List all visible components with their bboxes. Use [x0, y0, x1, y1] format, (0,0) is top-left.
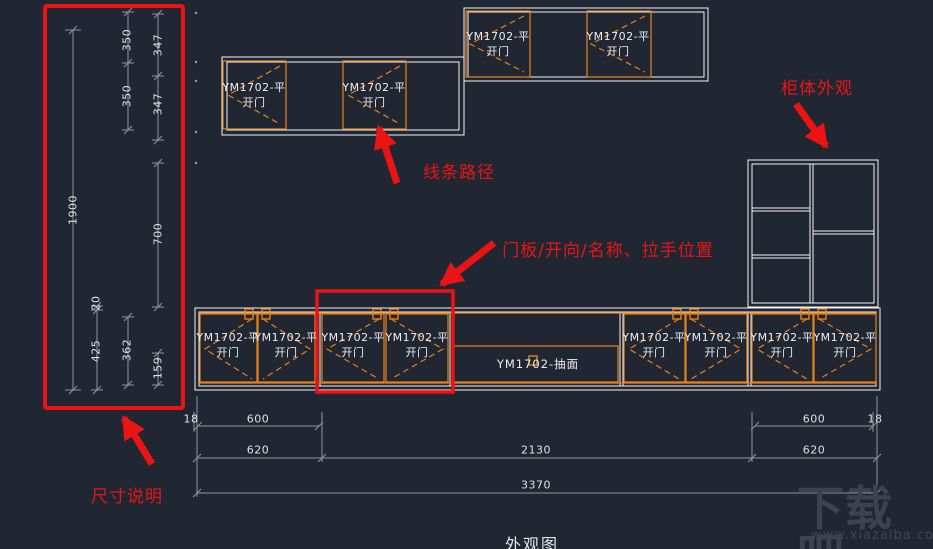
door-label: YM1702-平开门 — [586, 30, 650, 58]
dimension-note-arrow — [121, 414, 155, 466]
dim-425: 425 — [89, 339, 103, 363]
dim-right-600: 600 — [802, 412, 826, 426]
watermark-url: www.xiazaiba.com — [811, 528, 933, 543]
door-swing-lines — [203, 15, 873, 380]
door-label: YM1702-平开门 — [750, 331, 814, 359]
dim-700: 700 — [151, 222, 165, 246]
note-dimension: 尺寸说明 — [91, 487, 163, 507]
note-line-path: 线条路径 — [423, 163, 495, 183]
dim-20: 20 — [89, 295, 103, 311]
reference-dots — [194, 11, 198, 165]
cabinet-exterior-arrow — [793, 101, 829, 149]
dim-left-18: 18 — [183, 412, 199, 426]
view-title: 外观图 — [504, 535, 560, 549]
door-highlight-box — [315, 289, 455, 394]
door-label: YM1702-平开门 — [622, 331, 686, 359]
dim-347-a: 347 — [151, 33, 165, 57]
watermark-logo: 下载吧 — [797, 482, 893, 549]
dimension-lines — [65, 7, 882, 498]
dim-362: 362 — [120, 338, 134, 362]
dim-left-600: 600 — [246, 412, 270, 426]
dim-350-b: 350 — [120, 84, 134, 108]
note-cabinet-exterior: 柜体外观 — [781, 79, 853, 99]
door-label: YM1702-平开门 — [466, 30, 530, 58]
door-label: YM1702-平开门 — [385, 331, 449, 359]
dim-right-620: 620 — [802, 443, 826, 457]
door-label: YM1702-平开门 — [342, 81, 406, 109]
door-label: YM1702-平开门 — [196, 331, 260, 359]
door-frames — [199, 10, 877, 384]
door-label: YM1702-平开门 — [813, 331, 877, 359]
dim-left-620: 620 — [246, 443, 270, 457]
door-label: YM1702-平开门 — [222, 81, 286, 109]
dim-159: 159 — [151, 356, 165, 380]
dim-right-18: 18 — [867, 412, 883, 426]
dim-347-b: 347 — [151, 92, 165, 116]
drawer-label: YM1702-抽面 — [496, 357, 580, 371]
line-path-arrow — [373, 124, 401, 185]
note-door-panel-info: 门板/开向/名称、拉手位置 — [502, 241, 714, 261]
door-info-arrow — [439, 240, 497, 287]
dim-mid-2130: 2130 — [521, 443, 551, 457]
dimension-highlight-box — [43, 4, 185, 410]
dim-total-height: 1900 — [66, 195, 80, 225]
dim-350-a: 350 — [120, 28, 134, 52]
dim-total-3370: 3370 — [521, 478, 551, 492]
handle-icons — [244, 308, 827, 366]
red-annotations — [43, 4, 829, 466]
door-label: YM1702-平开门 — [254, 331, 318, 359]
door-label: YM1702-平开门 — [321, 331, 385, 359]
door-label: YM1702-平开门 — [684, 331, 748, 359]
